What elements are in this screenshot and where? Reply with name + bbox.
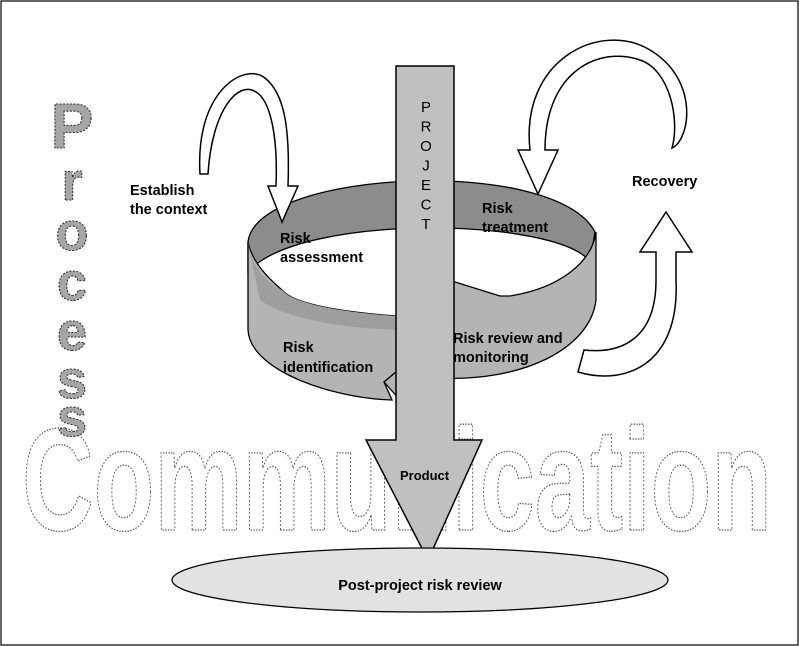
- process-letter: P: [51, 90, 94, 162]
- project-letter: T: [421, 216, 430, 233]
- recovery-bottom-arrow: [577, 210, 694, 377]
- recovery-label: Recovery: [632, 174, 697, 190]
- risk-identification-label-line2: identification: [283, 360, 373, 376]
- project-letter: C: [421, 197, 432, 214]
- risk-treatment-label-line2: treatment: [482, 220, 548, 236]
- project-letter: O: [420, 138, 432, 155]
- process-letter: s: [57, 388, 87, 448]
- risk-treatment-label-line1: Risk: [482, 201, 514, 217]
- project-letter: J: [422, 158, 430, 175]
- risk-assessment-label-line2: assessment: [280, 250, 363, 266]
- post-project-ellipse: [171, 547, 669, 613]
- process-letter: o: [56, 202, 89, 262]
- risk-review-label-line2: monitoring: [453, 350, 529, 366]
- risk-review-label-line1: Risk review and: [453, 331, 563, 347]
- process-letter: s: [57, 350, 87, 410]
- establish-label-line1: Establish: [130, 183, 194, 199]
- establish-label-line2: the context: [130, 202, 208, 218]
- project-letter: R: [421, 119, 432, 136]
- process-letter: c: [57, 252, 87, 312]
- risk-assessment-label-line1: Risk: [280, 231, 312, 247]
- process-letter: e: [57, 302, 87, 362]
- post-project-label: Post-project risk review: [338, 578, 502, 594]
- risk-identification-shade: [248, 242, 446, 331]
- project-letter: E: [421, 177, 431, 194]
- risk-identification-label-line1: Risk: [283, 340, 315, 356]
- product-label: Product: [400, 468, 450, 483]
- process-letter: r: [61, 152, 82, 212]
- project-arrow: [364, 65, 484, 562]
- project-letter: P: [421, 99, 431, 116]
- recovery-top-arrow: [516, 39, 688, 196]
- establish-context-arrow: [199, 73, 300, 224]
